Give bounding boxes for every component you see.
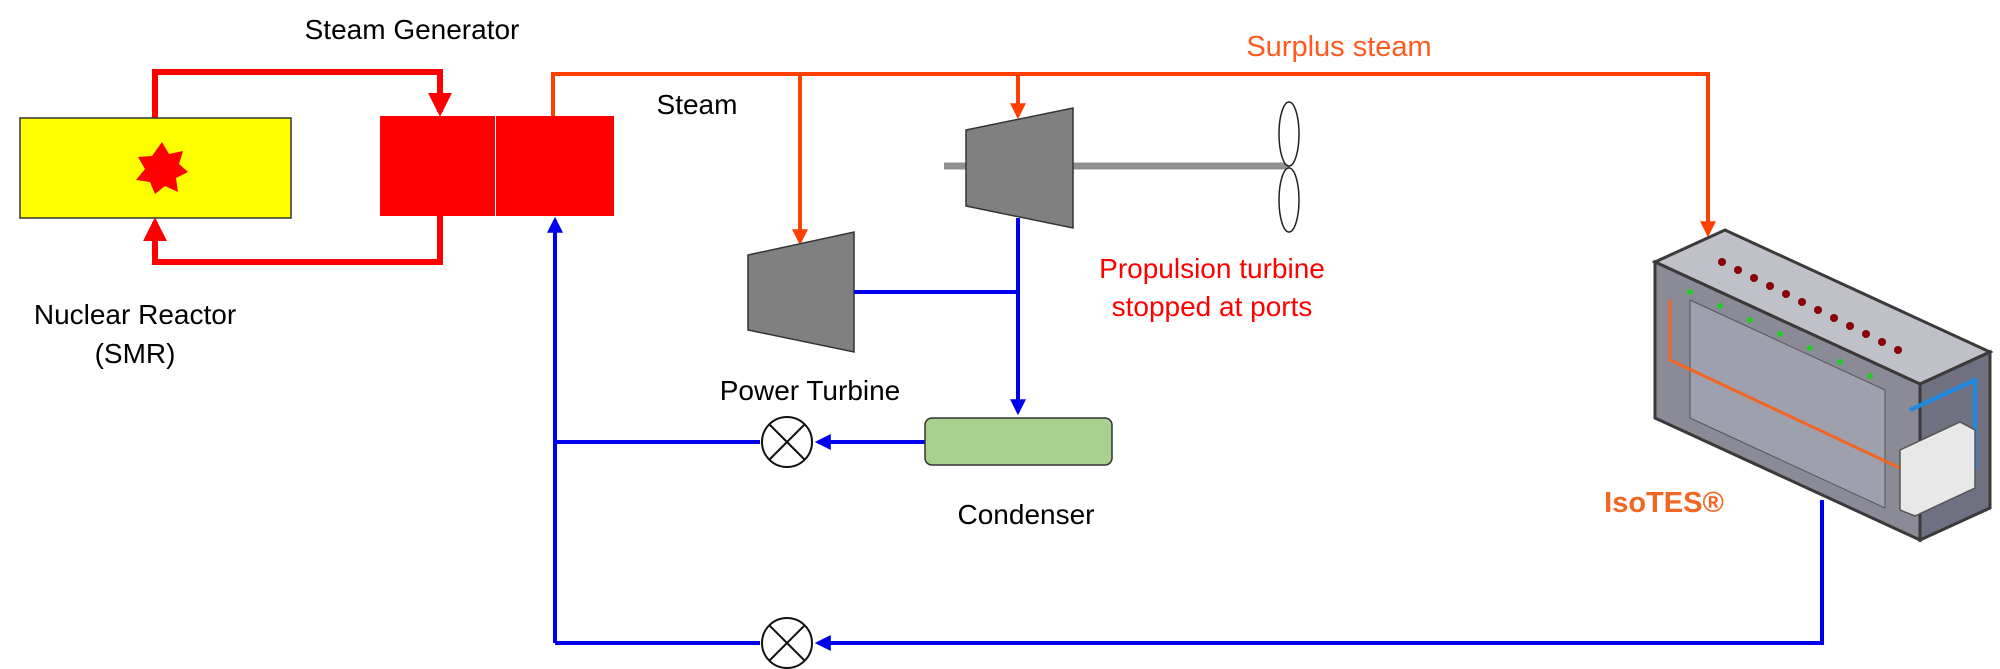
- isotes-return-line: [814, 500, 1824, 651]
- propeller-blade-upper: [1278, 101, 1300, 167]
- isotes-inner-panel: [1689, 299, 1886, 509]
- propulsion-turbine-label-line2: stopped at ports: [1112, 291, 1313, 322]
- steam-label: Steam: [657, 89, 738, 120]
- steam-generator-primary-block: [380, 116, 495, 216]
- main-steam-header: [551, 72, 1716, 238]
- nuclear-reactor-label-line2: (SMR): [95, 338, 176, 369]
- feed-pump-lower: [761, 617, 813, 669]
- propulsion-turbine: [965, 107, 1074, 229]
- steam-lines: [551, 72, 1716, 246]
- power-turbine: [747, 231, 855, 353]
- isotes-control-cabinet: [1899, 421, 1976, 517]
- condenser-label: Condenser: [958, 499, 1095, 530]
- reactor-core-star-icon: [136, 142, 188, 194]
- steam-generator-secondary-block: [496, 116, 614, 216]
- isotes-unit: [1651, 228, 1994, 543]
- isotes-orange-piping: [1668, 300, 1901, 470]
- nuclear-reactor-label-line1: Nuclear Reactor: [34, 299, 236, 330]
- primary-loop-hot-leg: [152, 69, 452, 118]
- surplus-steam-label: Surplus steam: [1246, 31, 1431, 63]
- steam-generator-label: Steam Generator: [305, 14, 520, 45]
- isotes-valves: [1718, 258, 1902, 354]
- feed-pump-upper: [761, 416, 813, 468]
- power-turbine-label: Power Turbine: [720, 375, 901, 406]
- isotes-label: IsoTES®: [1604, 487, 1724, 519]
- primary-loop: [143, 69, 452, 265]
- isotes-indicator-lights: [1687, 289, 1873, 379]
- propulsion-turbine-label-line1: Propulsion turbine: [1099, 253, 1325, 284]
- condenser: [924, 417, 1113, 466]
- primary-loop-cold-leg: [143, 215, 443, 265]
- water-lines: [547, 216, 1824, 651]
- propeller-blade-lower: [1278, 167, 1300, 233]
